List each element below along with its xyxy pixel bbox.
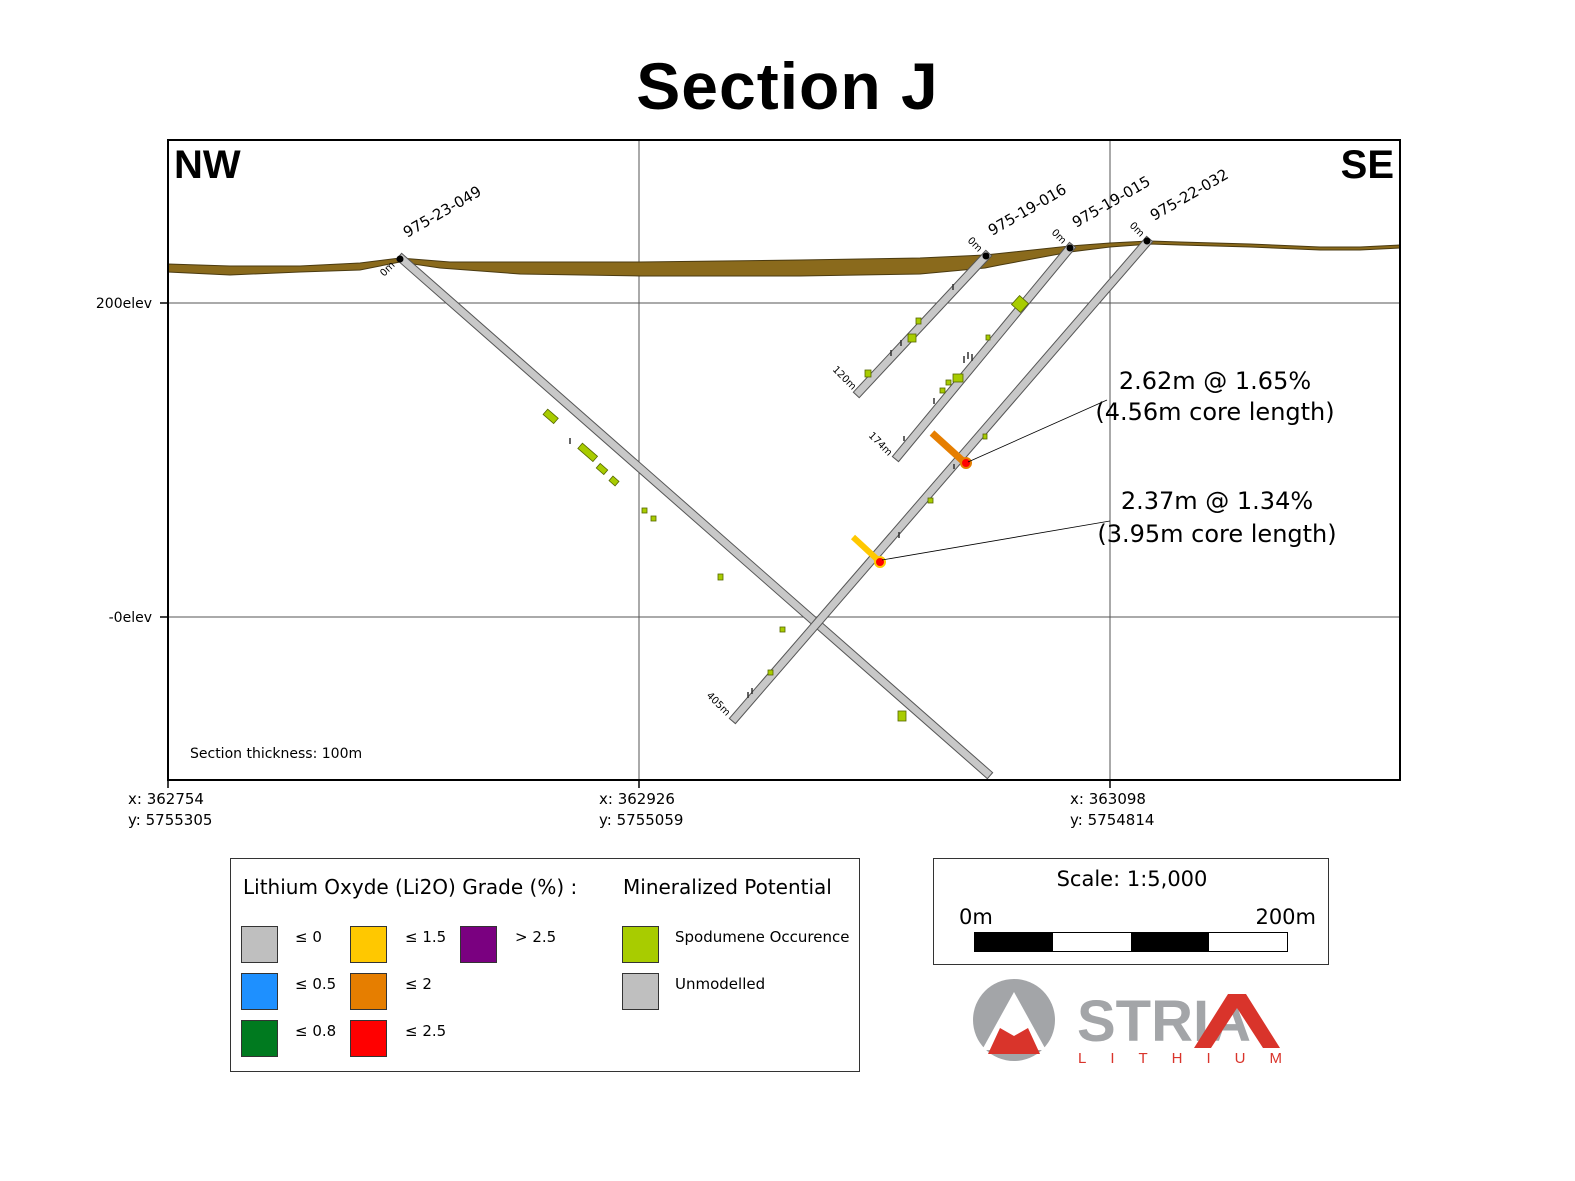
elevation-label-200: 200elev — [96, 296, 152, 312]
leader-line-1 — [967, 399, 1108, 463]
intercept-1-length: (4.56m core length) — [1095, 398, 1334, 426]
swatch-label: > 2.5 — [515, 928, 557, 946]
depth-label-bottom-2: 120m — [830, 364, 858, 392]
scale-bar — [974, 932, 1288, 952]
swatch-grade-0-8 — [241, 1020, 278, 1057]
swatch-grade-0-5 — [241, 973, 278, 1010]
collar-975-19-016 — [982, 252, 990, 260]
swatch-label: Unmodelled — [675, 975, 766, 993]
depth-label-bottom-3: 174m — [866, 430, 894, 458]
depth-label-top-4: 0m — [1127, 220, 1146, 239]
scale-left-label: 0m — [959, 905, 993, 929]
swatch-grade-2 — [350, 973, 387, 1010]
overburden-layer — [167, 240, 1401, 277]
swatch-label: ≤ 0.5 — [295, 975, 337, 993]
hole-label-975-19-015: 975-19-015 — [1069, 172, 1154, 231]
swatch-label: ≤ 0 — [295, 928, 322, 946]
stria-lithium-logo: STRIA LITHIUM — [973, 979, 1290, 1067]
section-frame — [167, 139, 1401, 781]
legend-grade-title: Lithium Oxyde (Li2O) Grade (%) : — [243, 875, 578, 899]
elevation-label-0: -0elev — [109, 610, 152, 626]
leader-line-2 — [881, 520, 1111, 561]
collar-975-23-049 — [396, 255, 404, 263]
depth-label-bottom-4: 405m — [704, 690, 732, 718]
section-title: Section J — [636, 49, 939, 123]
intercept-2-grade: 2.37m @ 1.34% — [1121, 487, 1313, 515]
intercept-2-length: (3.95m core length) — [1097, 520, 1336, 548]
hole-label-975-23-049: 975-23-049 — [400, 182, 485, 241]
coordinate-3: x: 363098 y: 5754814 — [1070, 790, 1155, 829]
collar-975-22-032 — [1143, 237, 1151, 245]
swatch-grade-above-2-5 — [460, 926, 497, 963]
swatch-grade-0 — [241, 926, 278, 963]
spodumene-occurrences — [542, 294, 1030, 722]
direction-se: SE — [1341, 143, 1394, 187]
direction-nw: NW — [174, 143, 241, 187]
depth-label-top-3: 0m — [1049, 227, 1068, 246]
scale-box: Scale: 1:5,000 0m 200m — [933, 858, 1329, 965]
hole-label-975-22-032: 975-22-032 — [1147, 165, 1232, 224]
depth-label-top-2: 0m — [965, 235, 984, 254]
swatch-grade-2-5 — [350, 1020, 387, 1057]
swatch-label: Spodumene Occurence — [675, 928, 850, 946]
logo-a-mark — [1194, 994, 1280, 1048]
coordinate-1: x: 362754 y: 5755305 — [128, 790, 213, 829]
sample-ticks — [569, 284, 973, 698]
swatch-unmodelled — [622, 973, 659, 1010]
coordinate-2: x: 362926 y: 5755059 — [599, 790, 684, 829]
grade-interval-2 — [929, 430, 967, 465]
legend-potential-title: Mineralized Potential — [623, 875, 832, 899]
scale-title: Scale: 1:5,000 — [1056, 867, 1208, 891]
swatch-label: ≤ 0.8 — [295, 1022, 337, 1040]
swatch-spodumene — [622, 926, 659, 963]
swatch-label: ≤ 1.5 — [405, 928, 447, 946]
collar-975-19-015 — [1066, 244, 1074, 252]
swatch-label: ≤ 2 — [405, 975, 432, 993]
logo-subtitle: LITHIUM — [1078, 1050, 1290, 1067]
swatch-label: ≤ 2.5 — [405, 1022, 447, 1040]
scale-right-label: 200m — [1255, 905, 1316, 929]
swatch-grade-1-5 — [350, 926, 387, 963]
grade-interval-1-5 — [850, 534, 882, 564]
legend: Lithium Oxyde (Li2O) Grade (%) : Mineral… — [230, 858, 860, 1072]
intercept-1-grade: 2.62m @ 1.65% — [1119, 367, 1311, 395]
section-thickness: Section thickness: 100m — [190, 746, 362, 762]
